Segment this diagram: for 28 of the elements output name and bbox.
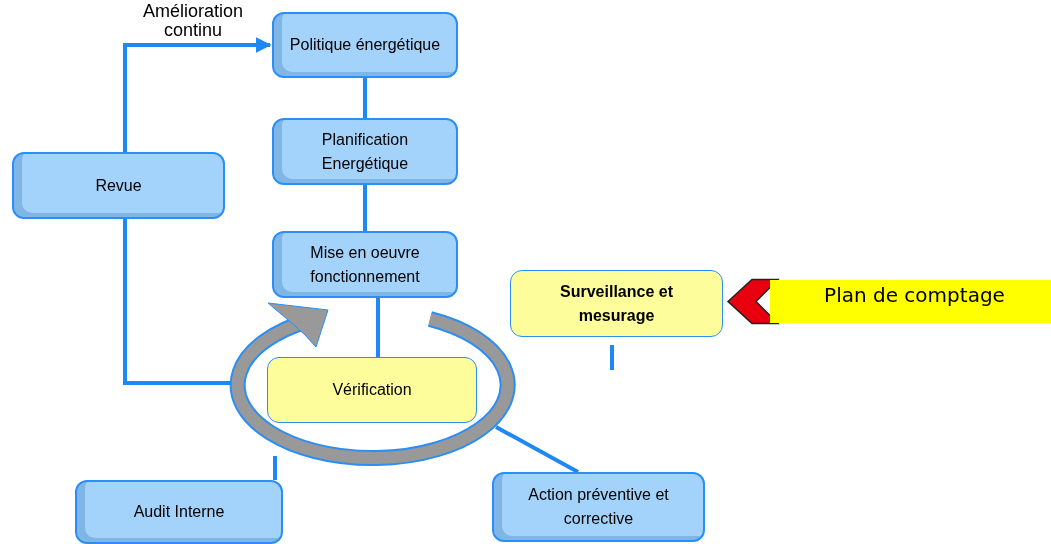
- process-box: [12, 152, 225, 219]
- chevron-arrow: [726, 278, 780, 325]
- connector-line: [123, 219, 230, 385]
- node-text: Revue: [95, 175, 142, 196]
- node-text: Action préventive et corrective: [527, 485, 670, 529]
- connector-line: [495, 425, 579, 474]
- process-box: [272, 231, 458, 298]
- edge-label: Amélioration continu: [141, 2, 244, 40]
- connector-line: [273, 456, 277, 480]
- process-box: [272, 118, 458, 185]
- connector-line: [376, 298, 380, 357]
- process-box: [510, 270, 723, 337]
- arrow: [123, 37, 272, 152]
- node-text: Politique énergétique: [289, 35, 441, 55]
- process-box: [267, 357, 477, 423]
- process-box: [492, 472, 705, 542]
- connector-line: [610, 345, 614, 370]
- connector-line: [363, 185, 367, 231]
- node-text: Plan de comptage: [824, 282, 1005, 309]
- node-text: Surveillance et mesurage: [559, 281, 674, 326]
- process-box: [272, 12, 458, 78]
- connector-line: [363, 78, 367, 118]
- node-text: Mise en oeuvre fonctionnement: [309, 242, 421, 287]
- node-text: Vérification: [332, 380, 412, 400]
- node-text: Audit Interne: [133, 502, 225, 522]
- process-box: [75, 480, 283, 544]
- label-band: [770, 280, 1051, 323]
- node-text: Planification Energétique: [320, 129, 410, 174]
